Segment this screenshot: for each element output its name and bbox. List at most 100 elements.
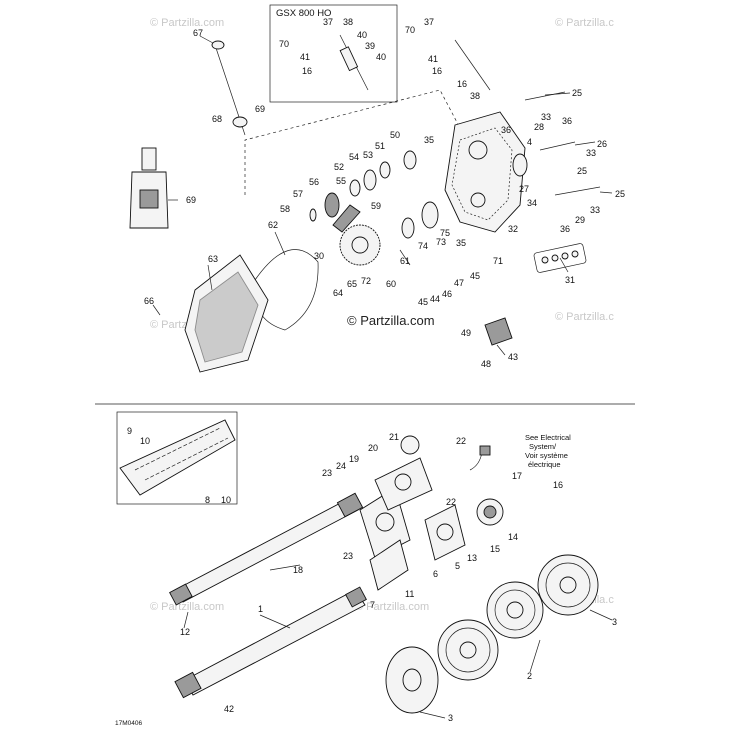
part-label: 75	[440, 228, 450, 238]
part-label: 15	[490, 544, 500, 554]
inset-title: GSX 800 HO	[276, 8, 331, 19]
part-label: 22	[456, 436, 466, 446]
sensor-connector	[479, 445, 491, 456]
part-label: 43	[508, 352, 518, 362]
part-label: 20	[368, 443, 378, 453]
part-label: 32	[508, 224, 518, 234]
part-label: 4	[527, 137, 532, 147]
part-label: 71	[493, 256, 503, 266]
part-label: 33	[590, 205, 600, 215]
note-line: électrique	[528, 460, 561, 469]
part-label: 61	[400, 256, 410, 266]
part-label: 21	[389, 432, 399, 442]
part-label: 50	[390, 130, 400, 140]
part-label: 2	[527, 671, 532, 681]
guide-line	[244, 89, 461, 195]
part-label: 74	[418, 241, 428, 251]
note-line: Voir système	[525, 451, 568, 460]
part-label: 26	[597, 139, 607, 149]
part-label: 40	[376, 52, 386, 62]
chaincase-cover	[184, 254, 269, 373]
idler-wheel-3b	[385, 646, 439, 714]
part-label: 46	[442, 289, 452, 299]
bearing-stack	[309, 150, 528, 239]
part-label: 70	[405, 25, 415, 35]
part-label: 23	[343, 551, 353, 561]
part-label: 11	[405, 589, 414, 599]
part-label: 25	[572, 88, 582, 98]
watermark-center: © Partzilla.com	[347, 313, 435, 328]
flange	[369, 539, 409, 591]
part-label: 22	[446, 497, 456, 507]
part-label: 36	[562, 116, 572, 126]
drive-sprocket-3a	[537, 554, 599, 616]
note-line: See Electrical	[525, 433, 571, 442]
part-label: 69	[186, 195, 196, 205]
inset-box	[269, 4, 398, 103]
part-label: 70	[279, 39, 289, 49]
oil-bottle	[129, 147, 169, 229]
part-label: 18	[293, 565, 303, 575]
part-label: 55	[336, 176, 346, 186]
part-label: 16	[302, 66, 312, 76]
part-label: 42	[224, 704, 234, 714]
part-label: 36	[501, 125, 511, 135]
part-label: 38	[470, 91, 480, 101]
part-label: 3	[448, 713, 453, 723]
part-label: 41	[428, 54, 438, 64]
part-label: 6	[433, 569, 438, 579]
note-line: System/	[529, 442, 557, 451]
part-label: 39	[365, 41, 375, 51]
part-label: 14	[508, 532, 518, 542]
part-label: 68	[212, 114, 222, 124]
part-label: 60	[386, 279, 396, 289]
part-label: 45	[418, 297, 428, 307]
watermark: © Partzilla.c	[555, 311, 614, 323]
part-label: 66	[144, 296, 154, 306]
dipstick-seal	[232, 116, 248, 128]
part-label: 47	[454, 278, 464, 288]
part-label: 37	[323, 17, 333, 27]
part-label: 54	[349, 152, 359, 162]
chain	[332, 204, 361, 233]
bearing	[400, 435, 420, 455]
part-label: 13	[467, 553, 477, 563]
drive-sprocket-2b	[437, 619, 499, 681]
watermark: © Partzilla.com	[150, 17, 224, 29]
part-label: 41	[300, 52, 310, 62]
part-label: 31	[565, 275, 575, 285]
part-label: 30	[314, 251, 324, 261]
chaincase-housing	[444, 111, 526, 233]
part-label: 29	[575, 215, 585, 225]
part-label: 53	[363, 150, 373, 160]
part-label: 16	[432, 66, 442, 76]
leader-lines	[152, 35, 613, 719]
part-label: 56	[309, 177, 319, 187]
part-label: 25	[615, 189, 625, 199]
part-labels: 67 69 68 69 37 38 40 70 39 41 40 16 37 7…	[127, 17, 625, 723]
part-label: 45	[470, 271, 480, 281]
part-label: 34	[527, 198, 537, 208]
bolts	[454, 39, 601, 196]
part-label: 58	[280, 204, 290, 214]
dipstick-handle	[211, 40, 225, 50]
track	[119, 419, 236, 496]
part-label: 37	[424, 17, 434, 27]
tensioner	[484, 317, 513, 346]
watermark: © Partzilla.c	[555, 17, 614, 29]
washer-set	[533, 243, 587, 273]
part-label: 5	[455, 561, 460, 571]
part-label: 49	[461, 328, 471, 338]
part-label: 25	[577, 166, 587, 176]
part-label: 8	[205, 495, 210, 505]
part-label: 44	[430, 294, 440, 304]
part-label: 65	[347, 279, 357, 289]
part-label: 35	[456, 238, 466, 248]
part-label: 48	[481, 359, 491, 369]
part-label: 33	[541, 112, 551, 122]
part-label: 23	[322, 468, 332, 478]
o-ring	[254, 249, 319, 331]
watermark: © Partzilla.com	[150, 601, 224, 613]
